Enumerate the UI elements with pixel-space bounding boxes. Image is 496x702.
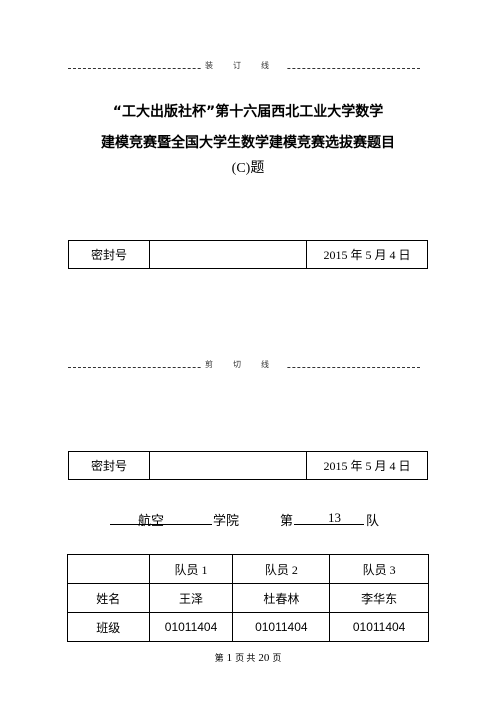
college-underline: [110, 524, 212, 525]
table-cell: 李华东: [329, 583, 429, 613]
cut-line-label: 装订线: [68, 60, 420, 71]
table-header-row: 队员 1 队员 2 队员 3: [67, 554, 429, 584]
cut-line-char: 剪: [202, 360, 230, 369]
team-number: 13: [328, 510, 341, 525]
page-title-line-2: 建模竞赛暨全国大学生数学建模竞赛选拔赛题目: [101, 135, 395, 151]
row-label: 姓名: [67, 583, 150, 613]
cut-line-char: 切: [230, 360, 258, 369]
table-cell: 王泽: [148, 583, 234, 613]
college-suffix: 学院: [213, 513, 240, 528]
team-info-line: 航空 学院 第 13 队: [0, 510, 496, 528]
cut-line-char: 线: [258, 360, 286, 369]
middle-cut-line: 剪切线: [68, 359, 420, 373]
seal-number-label: 密封号: [68, 451, 150, 480]
table-cell: 01011404: [232, 612, 331, 642]
footer-total-pages: 20: [258, 652, 270, 664]
row-label: 班级: [67, 612, 150, 642]
problem-label: (C)题: [231, 161, 265, 176]
table-header-cell: 队员 3: [329, 554, 429, 584]
table-header-cell: 队员 1: [148, 554, 234, 584]
table-header-corner: [67, 554, 150, 584]
members-table: 队员 1 队员 2 队员 3 姓名 王泽 杜春林 李华东 班级 01011404…: [67, 554, 429, 642]
table-cell: 01011404: [148, 612, 234, 642]
cut-line-char: 线: [258, 61, 286, 70]
cut-line-label: 剪切线: [68, 359, 420, 370]
table-cell: 01011404: [329, 612, 429, 642]
seal-number-field[interactable]: [149, 451, 307, 480]
seal-date: 2015 年 5 月 4 日: [306, 451, 428, 480]
table-header-cell: 队员 2: [232, 554, 331, 584]
table-row: 班级 01011404 01011404 01011404: [67, 612, 429, 642]
footer-prefix: 第: [214, 653, 224, 663]
seal-table-bottom: 密封号 2015 年 5 月 4 日: [68, 451, 428, 480]
team-number-underline: [294, 524, 364, 525]
team-prefix: 第: [280, 513, 294, 528]
table-row: 姓名 王泽 杜春林 李华东: [67, 583, 429, 613]
seal-date: 2015 年 5 月 4 日: [306, 240, 428, 269]
seal-table-top: 密封号 2015 年 5 月 4 日: [68, 240, 428, 269]
cut-line-char: 装: [202, 61, 230, 70]
seal-number-field[interactable]: [149, 240, 307, 269]
team-suffix: 队: [366, 513, 380, 528]
cut-line-char: 订: [230, 61, 258, 70]
footer-page-number: 1: [226, 652, 233, 664]
college-name: 航空: [138, 513, 165, 528]
top-cut-line: 装订线: [68, 60, 420, 74]
page-title-line-1: “工大出版社杯”第十六届西北工业大学数学: [112, 104, 384, 120]
seal-number-label: 密封号: [68, 240, 150, 269]
footer-suffix: 页: [272, 653, 282, 663]
footer-mid: 页 共: [235, 653, 256, 663]
table-cell: 杜春林: [232, 583, 331, 613]
